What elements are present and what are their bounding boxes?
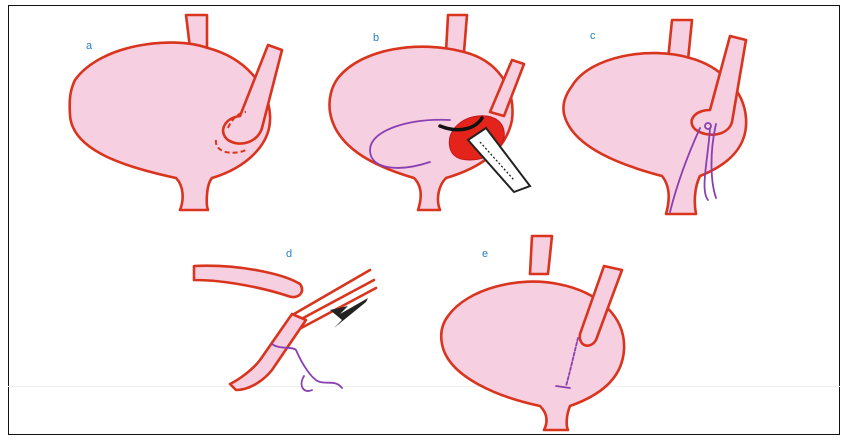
panel-c-drawing [560,0,830,220]
scan-line [8,386,840,387]
panel-e-drawing [440,230,660,430]
suture-ring [302,376,312,391]
panel-b-drawing [300,0,560,220]
panel-a-drawing [0,0,300,220]
panel-a: a [0,0,300,220]
panel-b: b [300,0,560,220]
upper-tube [530,236,552,274]
lower-tube [230,314,306,390]
panel-e: e [440,230,660,430]
upper-tube [446,15,467,52]
upper-tube [194,266,302,297]
panel-d-drawing [180,240,380,400]
panel-c: c [560,0,830,220]
panel-d: d [180,240,380,400]
